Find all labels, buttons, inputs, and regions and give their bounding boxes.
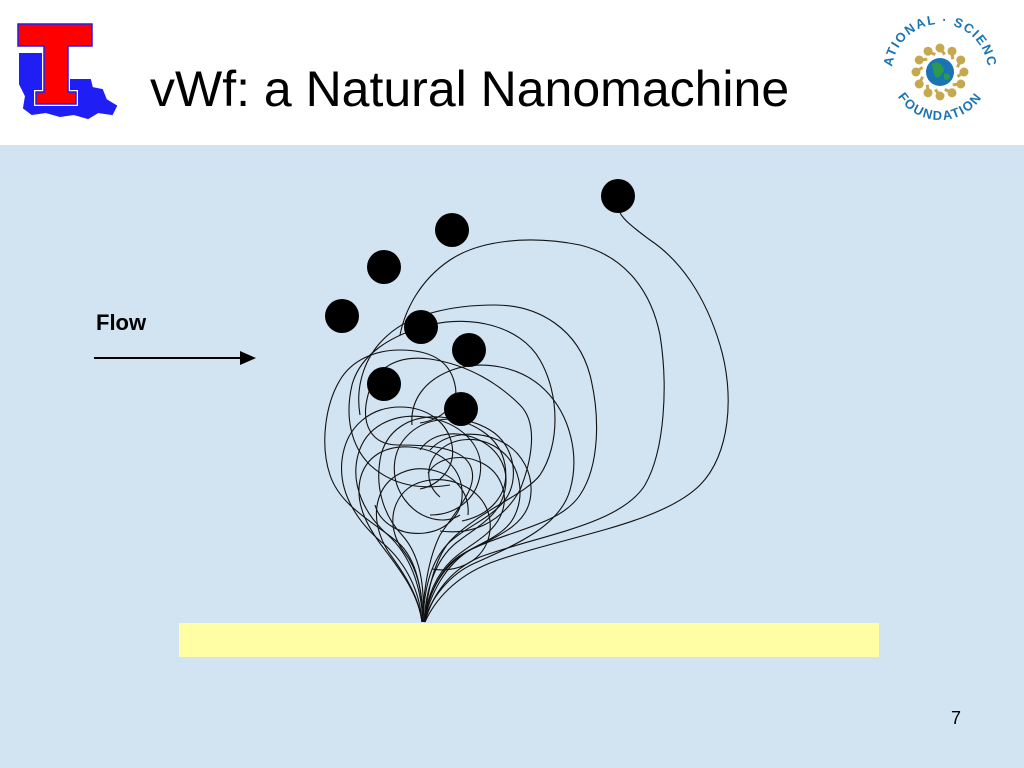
- vwf-strand: [419, 433, 507, 623]
- vwf-domains: [325, 179, 635, 426]
- nsf-figure-arm: [938, 47, 946, 56]
- vwf-strands: [324, 199, 729, 623]
- nsf-figure-arm: [952, 82, 961, 87]
- vwf-domain-ball: [404, 310, 438, 344]
- nsf-figure-arm: [944, 88, 953, 95]
- vwf-domain-ball: [367, 250, 401, 284]
- nsf-figure-arm: [956, 70, 965, 78]
- vwf-strand: [348, 320, 556, 623]
- page-number: 7: [951, 708, 962, 728]
- vwf-strand: [340, 406, 454, 623]
- nsf-figure-arm: [919, 57, 928, 62]
- nsf-figure-arm: [917, 76, 924, 85]
- vwf-strand: [393, 418, 514, 623]
- slide-content-area: [0, 145, 1024, 768]
- flow-label: Flow: [96, 310, 147, 335]
- vwf-strand: [423, 457, 505, 623]
- vwf-domain-ball: [452, 333, 486, 367]
- binding-surface: [179, 623, 879, 657]
- vwf-strand: [324, 349, 457, 623]
- vwf-domain-ball: [367, 367, 401, 401]
- slide-title: vWf: a Natural Nanomachine: [150, 61, 790, 117]
- vwf-strand: [424, 433, 532, 623]
- nsf-figure-arm: [950, 51, 955, 60]
- nsf-figure-arm: [925, 84, 930, 93]
- slide-header: vWf: a Natural Nanomachine NATIONAL · SC…: [0, 0, 1024, 145]
- vwf-strand: [399, 239, 665, 623]
- nsf-logo-icon: NATIONAL · SCIENCE FOUNDATION: [876, 8, 1000, 130]
- vwf-strand: [358, 446, 463, 623]
- vwf-strand: [424, 199, 729, 623]
- nsf-figure-arm: [934, 88, 942, 97]
- nsf-figure-arm: [956, 59, 963, 68]
- vwf-strand: [375, 468, 469, 623]
- vwf-domain-ball: [435, 213, 469, 247]
- vwf-domain-ball: [325, 299, 359, 333]
- vwf-strand: [392, 479, 491, 623]
- nsf-figure-arm: [915, 66, 924, 74]
- vwf-diagram: [0, 145, 1024, 768]
- nsf-figure-arm: [927, 49, 936, 56]
- vwf-strand: [411, 364, 575, 623]
- louisiana-tech-logo-icon: [16, 22, 118, 120]
- diagram-background: [0, 145, 1024, 768]
- vwf-strand: [423, 438, 521, 623]
- vwf-domain-ball: [444, 392, 478, 426]
- flow-arrow-icon: [94, 351, 256, 365]
- vwf-domain-ball: [601, 179, 635, 213]
- vwf-strand: [355, 415, 482, 623]
